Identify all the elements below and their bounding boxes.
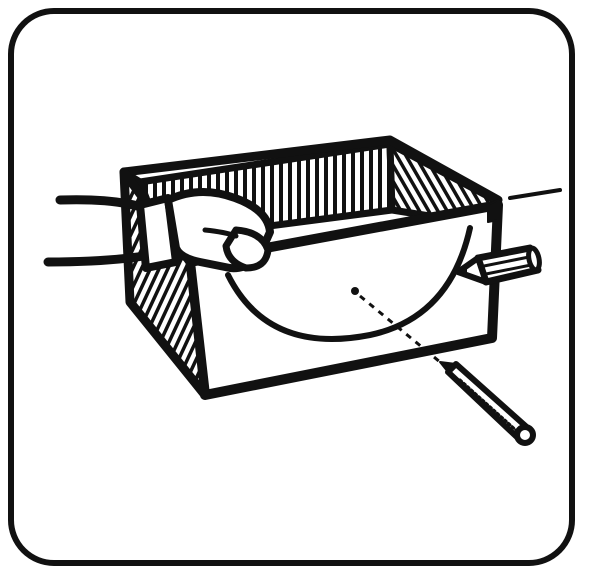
hand-icon [48, 192, 270, 268]
open-box-icon [124, 140, 498, 395]
nail-icon [440, 362, 533, 443]
